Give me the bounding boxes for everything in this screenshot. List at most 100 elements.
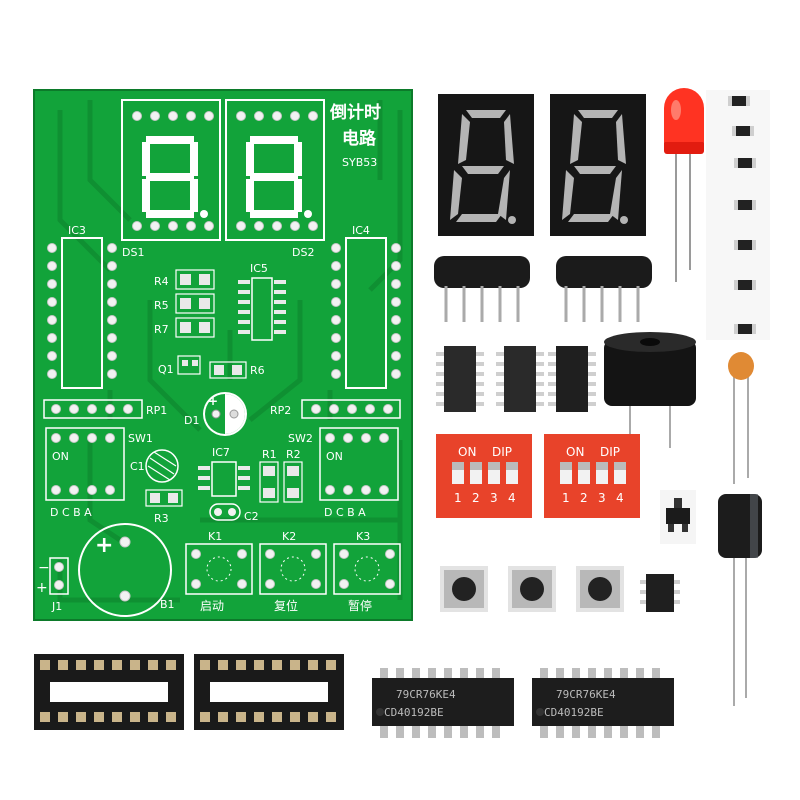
dip2-num-4: 4 [616,491,624,505]
rp2-label: RP2 [270,404,291,417]
sw2-label: SW2 [288,432,313,445]
sw1-dcba-label: D C B A [50,506,92,519]
c1-footprint: C1 [130,449,179,483]
smd-ic-2 [496,346,544,412]
c2-footprint: C2 [209,503,259,523]
sw1-on-label: ON [52,450,69,463]
ic3-label: IC3 [68,224,86,237]
display-pads [132,111,318,231]
b1-label: B1 [160,598,175,611]
dip2-num-3: 3 [598,491,606,505]
pcb-board: 倒计时 电路 SYB53 DS1 DS2 [33,89,413,621]
ds1-digit-silkscreen [142,136,302,218]
ic5-footprint: IC5 [238,262,286,341]
dip-switch-2: ON DIP 1 2 3 4 [544,434,640,518]
pcb-model-label: SYB53 [342,156,377,169]
smd-ic-3 [548,346,596,412]
c2-label: C2 [244,510,259,523]
ic-socket-1 [34,654,184,730]
sw2-dcba-label: D C B A [324,506,366,519]
c1-label: C1 [130,460,145,473]
r3-label: R3 [154,512,169,525]
ic7-label: IC7 [212,446,230,459]
rp1-rp2-footprints: RP1 RP2 [43,399,401,419]
r4-r5-r7-footprints: R4 R5 R7 [154,269,215,338]
resistor-network-2 [556,256,652,322]
j1-minus-label: − [38,560,50,576]
ic-socket-2 [194,654,344,730]
dip2-on-label: ON [566,445,584,459]
b1-battery-footprint: + B1 [78,523,175,617]
j1-footprint: − + J1 [36,557,69,613]
ic3-footprint: IC3 [47,224,117,389]
seven-segment-display-1 [438,94,534,236]
rp1-label: RP1 [146,404,167,417]
dip1-dip-label: DIP [492,445,512,459]
q1-r6-footprints: Q1 R6 [158,355,265,379]
chip1-line2: CD40192BE [384,706,444,719]
sw1-footprint: ON SW1 D C B A [45,427,153,519]
chip2-line1: 79CR76KE4 [556,688,616,701]
seven-segment-display-2 [550,94,646,236]
r1-label: R1 [262,448,277,461]
q1-label: Q1 [158,363,174,376]
dip-switch-1: ON DIP 1 2 3 4 [436,434,532,518]
dip-chip-cd40192-2: 79CR76KE4 CD40192BE [532,668,674,738]
k1-label: K1 [208,530,222,543]
dip1-num-4: 4 [508,491,516,505]
r5-label: R5 [154,299,169,312]
ds1-label: DS1 [122,246,144,259]
dip2-dip-label: DIP [600,445,620,459]
pcb-title-line2: 电路 [342,128,377,149]
k3-label: K3 [356,530,370,543]
dip2-num-2: 2 [580,491,588,505]
r4-label: R4 [154,275,169,288]
d1-label: D1 [184,414,199,427]
k2-reset-label: 复位 [274,598,298,613]
tactile-button-3 [576,566,624,612]
dip1-num-2: 2 [472,491,480,505]
sw2-on-label: ON [326,450,343,463]
ic7-footprint: IC7 [198,446,250,497]
r1-r2-footprints: R1 R2 [259,448,303,503]
ic4-label: IC4 [352,224,370,237]
electrolytic-capacitor [718,494,762,706]
dip2-num-1: 1 [562,491,570,505]
j1-plus-label: + [36,580,48,596]
ceramic-capacitor [728,352,754,484]
svg-text:+: + [95,533,113,558]
resistor-network-1 [434,256,530,322]
r3-footprint: R3 [145,489,183,525]
d1-footprint: + D1 [184,392,247,436]
j1-label: J1 [51,600,62,613]
red-led [664,88,704,282]
pcb-title-line1: 倒计时 [329,102,381,123]
ds2-label: DS2 [292,246,314,259]
dip-chip-cd40192-1: 79CR76KE4 CD40192BE [372,668,514,738]
tactile-button-2 [508,566,556,612]
k3-pause-label: 暂停 [348,598,372,613]
sw1-label: SW1 [128,432,153,445]
k2-label: K2 [282,530,296,543]
r7-label: R7 [154,323,169,336]
dip1-on-label: ON [458,445,476,459]
smd-resistor-strip [706,90,770,340]
tactile-button-1 [440,566,488,612]
dip1-num-1: 1 [454,491,462,505]
sw2-footprint: ON SW2 D C B A [288,427,399,519]
buzzer [604,332,696,448]
r6-label: R6 [250,364,265,377]
chip1-line1: 79CR76KE4 [396,688,456,701]
ic5-label: IC5 [250,262,268,275]
smd-ic-sop8 [640,574,680,612]
smd-transistor [660,490,696,544]
dip1-num-3: 3 [490,491,498,505]
svg-text:+: + [208,394,218,408]
k1-start-label: 启动 [200,599,224,613]
r2-label: R2 [286,448,301,461]
chip2-line2: CD40192BE [544,706,604,719]
smd-ic-1 [436,346,484,412]
ds1-footprint [121,99,325,241]
ic4-footprint: IC4 [331,224,401,389]
